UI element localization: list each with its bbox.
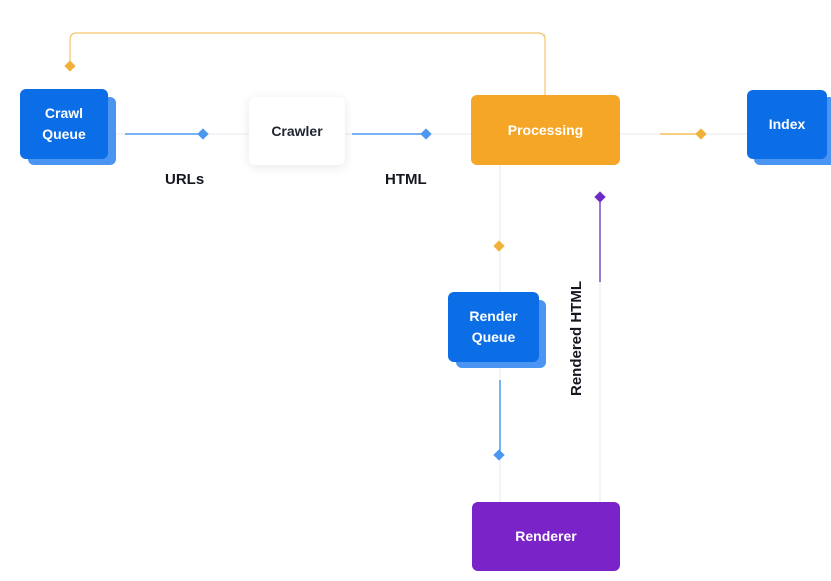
processing-node[interactable]: Processing (471, 95, 620, 165)
crawl-queue-label-line2: Queue (42, 126, 86, 142)
feedback-diamond (64, 60, 76, 72)
crawl-queue-label-line1: Crawl (44, 105, 84, 121)
urls-diamond (197, 128, 209, 140)
html-edge-label: HTML (385, 171, 427, 188)
renderer-label: Renderer (515, 528, 577, 544)
processing-label: Processing (507, 121, 584, 138)
renderer-node[interactable]: Renderer (472, 502, 620, 571)
index-node[interactable]: Index (747, 90, 827, 159)
feedback-connector (69, 32, 546, 95)
renderqueue-renderer-diamond (493, 449, 505, 461)
index-label: Index (768, 116, 806, 132)
html-diamond (420, 128, 432, 140)
urls-edge-label: URLs (165, 171, 205, 188)
render-queue-label-line1: Render (469, 308, 518, 324)
index-diamond (695, 128, 707, 140)
render-branch-diamond (493, 240, 505, 252)
rendered-html-diamond (594, 191, 606, 203)
crawl-queue-node[interactable]: Crawl Queue (20, 89, 108, 159)
render-queue-label-line2: Queue (471, 329, 516, 345)
render-queue-node[interactable]: Render Queue (448, 292, 539, 362)
crawler-label: Crawler (271, 122, 323, 139)
rendered-html-edge-label: Rendered HTML (568, 280, 585, 396)
crawler-node[interactable]: Crawler (249, 97, 345, 165)
